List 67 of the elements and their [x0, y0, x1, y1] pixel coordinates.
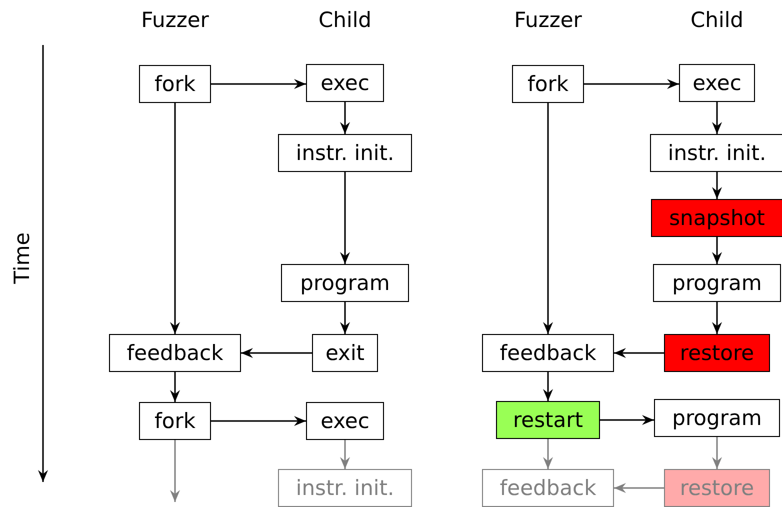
box-label: instr. init.	[296, 142, 394, 164]
arrow	[712, 102, 722, 134]
box-label: exec	[692, 72, 742, 94]
process-box	[109, 334, 241, 372]
arrow	[170, 372, 180, 402]
arrow	[170, 103, 180, 334]
process-box	[651, 199, 782, 237]
arrow	[211, 79, 306, 89]
process-box	[650, 134, 782, 172]
box-label: fork	[154, 410, 196, 432]
box-label: fork	[527, 74, 569, 94]
arrow	[340, 440, 350, 469]
arrow	[712, 237, 722, 264]
arrow	[614, 483, 664, 493]
process-box	[139, 402, 211, 440]
arrow	[712, 437, 722, 469]
process-box	[482, 334, 614, 372]
box-label: program	[300, 272, 390, 294]
box-label: exec	[320, 410, 370, 432]
arrow	[584, 79, 679, 89]
box-label: feedback	[500, 478, 596, 498]
arrow	[170, 440, 180, 502]
process-box	[496, 401, 600, 439]
column-header: Child	[690, 8, 744, 32]
process-box	[139, 65, 211, 103]
arrow	[543, 372, 553, 401]
process-box	[306, 64, 384, 102]
process-box	[312, 334, 378, 372]
box-label: program	[672, 408, 762, 428]
arrow	[712, 302, 722, 334]
column-header: Child	[318, 8, 372, 32]
process-box	[281, 264, 409, 302]
process-box	[654, 399, 780, 437]
box-label: instr. init.	[668, 142, 766, 164]
column-header: Fuzzer	[141, 8, 209, 32]
column-header: Fuzzer	[514, 8, 582, 32]
box-label: restore	[680, 478, 754, 498]
process-box	[653, 264, 781, 302]
arrow	[712, 172, 722, 199]
process-box	[512, 65, 584, 103]
arrow	[614, 348, 664, 358]
box-label: instr. init.	[296, 478, 394, 498]
box-label: exit	[325, 342, 365, 364]
process-box	[679, 64, 755, 102]
box-label: exec	[320, 72, 370, 94]
box-label: program	[672, 272, 762, 294]
axis-label: Time	[10, 232, 34, 284]
box-label: fork	[154, 74, 196, 94]
process-box	[482, 469, 614, 507]
arrow	[340, 302, 350, 334]
box-label: feedback	[126, 342, 224, 364]
process-box	[306, 402, 384, 440]
box-label: snapshot	[669, 208, 765, 228]
process-box	[278, 469, 412, 507]
box-label: restart	[512, 410, 583, 430]
process-box	[664, 469, 770, 507]
process-box	[664, 334, 770, 372]
box-label: restore	[680, 342, 754, 364]
arrow	[211, 416, 306, 426]
arrow	[600, 415, 654, 425]
process-box	[278, 134, 412, 172]
arrow	[340, 172, 350, 264]
arrow	[340, 102, 350, 134]
arrow	[543, 103, 553, 334]
box-label: feedback	[500, 342, 596, 364]
arrow	[241, 348, 312, 358]
arrow	[543, 439, 553, 469]
